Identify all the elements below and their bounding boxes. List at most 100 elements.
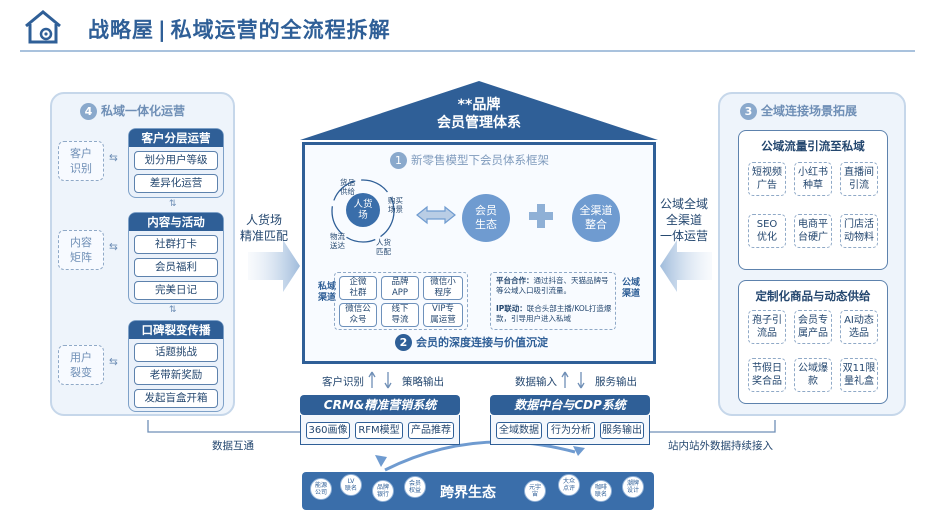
cycle-label: 人货 匹配 [376, 238, 391, 256]
title-text: 私域运营的全流程拆解 [170, 18, 391, 42]
private-channel-box [334, 272, 468, 330]
crm-item: RFM模型 [355, 422, 403, 439]
private-channel-label: 私域 渠道 [318, 282, 337, 303]
cycle-label: 物流 送达 [330, 232, 345, 250]
house-roof [300, 81, 658, 140]
public-item-head: IP联动： [496, 304, 527, 313]
title-separator: | [158, 18, 167, 42]
public-item-text: 通过抖音、天猫品牌号等公域入口吸引流量。 [496, 276, 609, 295]
product-item: 孢子引 流品 [748, 310, 786, 344]
group-item: 老带新奖励 [134, 366, 218, 385]
cycle-center: 人货 场 [346, 193, 380, 227]
section2-text: 会员的深度连接与价值沉淀 [416, 336, 548, 349]
omni-channel-circle: 全渠道 整合 [572, 194, 620, 242]
page-title: 战略屋|私域运营的全流程拆解 [88, 14, 391, 44]
member-ecology-circle: 会员 生态 [462, 194, 510, 242]
group-item: 发起盲盒开箱 [134, 389, 218, 408]
partner-logo: LV 联名 [340, 474, 362, 496]
brand-name: 战略屋 [88, 18, 154, 42]
private-item: VIP专 属运营 [423, 303, 463, 327]
group-item: 社群打卡 [134, 235, 218, 254]
traffic-item: SEO 优化 [748, 214, 786, 248]
private-item: 企微 社群 [339, 276, 377, 300]
private-item: 品牌 APP [381, 276, 419, 300]
service-out-label: 服务输出 [595, 376, 637, 388]
cycle-center-line1: 人货 [353, 199, 373, 210]
cycle-center-line2: 场 [358, 210, 368, 221]
cycle-label: 货品 供给 [340, 178, 355, 196]
roof-line-2: 会员管理体系 [437, 115, 521, 131]
partner-logo: 元宇 宙 [524, 480, 546, 502]
strategy-out-label: 策略输出 [402, 376, 444, 388]
group-title: 口碑裂变传播 [129, 321, 223, 339]
group-content-activity: 内容与活动 社群打卡 会员福利 完美日记 [128, 212, 224, 304]
traffic-item: 小红书 种草 [794, 162, 832, 196]
updown-arrow-icon: ⇅ [169, 199, 177, 209]
product-item: 节假日 奖合品 [748, 358, 786, 392]
plus-icon [529, 204, 553, 228]
public-item-text: 联合头部主播/KOL打造爆款，引导用户进入私域 [496, 304, 612, 323]
section2-title: 2 会员的深度连接与价值沉淀 [395, 334, 548, 351]
updown-arrow-icon: ⇅ [169, 305, 177, 315]
right-panel-title: 3 全域连接场景拓展 [740, 102, 857, 120]
partner-logo: 咖啡 联名 [590, 480, 612, 502]
public-channel-label: 公域 渠道 [622, 278, 641, 299]
public-item-head: 平台合作： [496, 276, 534, 285]
group-item: 会员福利 [134, 258, 218, 277]
group-title: 内容与活动 [129, 213, 223, 231]
data-in-label: 数据输入 [515, 376, 557, 388]
group-word-of-mouth: 口碑裂变传播 话题挑战 老带新奖励 发起盲盒开箱 [128, 320, 224, 412]
group-item: 差异化运营 [134, 174, 218, 193]
product-item: 双11限 量礼盒 [840, 358, 878, 392]
private-item: 微信小 程序 [423, 276, 463, 300]
left-section-title: 私域一体化运营 [101, 104, 186, 118]
ecosystem-title: 跨界生态 [440, 485, 496, 501]
partner-logo: 品牌 银行 [372, 480, 394, 502]
home-gear-icon [22, 8, 64, 46]
group-item: 划分用户等级 [134, 151, 218, 170]
house-body [302, 142, 656, 364]
product-item: 会员专 属产品 [794, 310, 832, 344]
cdp-item: 全域数据 [496, 422, 542, 439]
cycle-ring [331, 179, 395, 243]
side-label-content-matrix: 内容 矩阵 [58, 230, 104, 270]
traffic-item: 直播间 引流 [840, 162, 878, 196]
traffic-box-title: 公域流量引流至私域 [761, 139, 865, 153]
partner-logo: 潮牌 设计 [622, 476, 644, 498]
section-number: 2 [395, 334, 412, 351]
crm-item: 360画像 [306, 422, 350, 439]
double-arrow-icon [416, 205, 456, 225]
side-label-user-fission: 用户 裂变 [58, 345, 104, 385]
customer-id-label: 客户识别 [322, 376, 364, 388]
right-arrow-label: 公域全域 全渠道 一体运营 [660, 197, 709, 243]
partner-logo: 能源 公司 [310, 478, 332, 500]
section-number: 1 [390, 152, 407, 169]
traffic-item: 电商平 台硬广 [794, 214, 832, 248]
section-number: 3 [740, 103, 757, 120]
side-label-customer-id: 客户 识别 [58, 141, 104, 181]
traffic-item: 门店活 动物料 [840, 214, 878, 248]
public-item: IP联动：联合头部主播/KOL打造爆款，引导用户进入私域 [496, 304, 612, 324]
public-item: 平台合作：通过抖音、天猫品牌号等公域入口吸引流量。 [496, 276, 612, 296]
partner-logo: 大众 点评 [558, 474, 580, 496]
product-item: 公域爆 款 [794, 358, 832, 392]
product-item: AI动态 选品 [840, 310, 878, 344]
private-item: 线下 导流 [381, 303, 419, 327]
group-customer-tiering: 客户分层运营 划分用户等级 差异化运营 [128, 128, 224, 198]
exchange-icon: ⇆ [109, 356, 118, 368]
exchange-icon: ⇆ [109, 241, 118, 253]
header-divider [20, 50, 915, 52]
right-section-title: 全域连接场景拓展 [761, 104, 858, 118]
roof-title: **品牌 会员管理体系 [300, 96, 658, 132]
group-item: 话题挑战 [134, 343, 218, 362]
traffic-item: 短视频 广告 [748, 162, 786, 196]
private-item: 微信公 众号 [339, 303, 377, 327]
crm-system-title: CRM&精准营销系统 [300, 395, 460, 415]
partner-logo: 会员 权益 [404, 476, 426, 498]
group-title: 客户分层运营 [129, 129, 223, 147]
cycle-label: 购买 场景 [388, 196, 403, 214]
public-channel-box [490, 272, 616, 330]
